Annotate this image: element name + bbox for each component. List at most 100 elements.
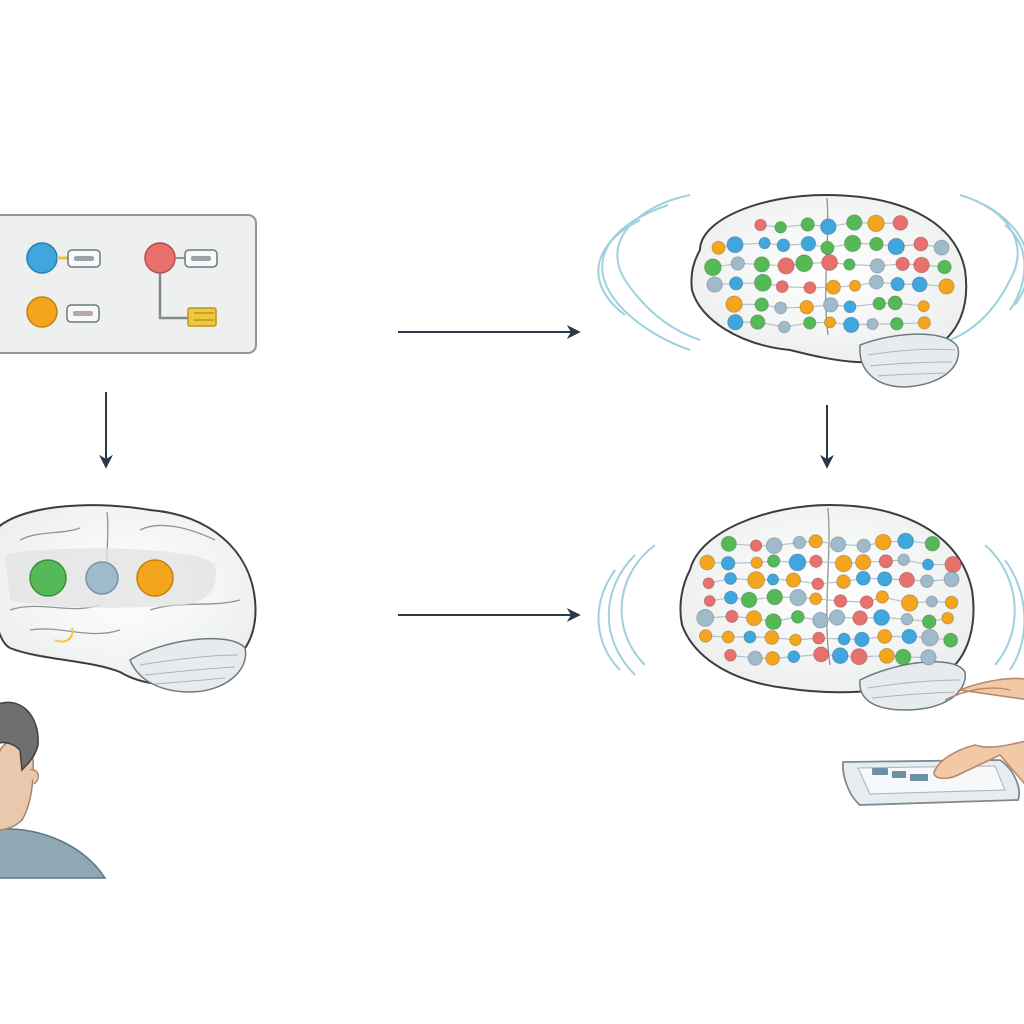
network-node [900,594,919,612]
network-node [895,256,910,272]
network-node [789,588,807,607]
network-node [901,628,918,645]
network-node [875,590,889,604]
network-node [808,534,823,549]
network-node [868,274,884,290]
network-node [740,591,758,609]
network-node [887,295,903,311]
network-node [758,236,771,250]
network-node [920,574,934,588]
network-node [924,535,941,552]
network-node [703,595,716,607]
network-node [696,608,715,627]
switch-icon [66,304,100,323]
network-node [721,630,735,644]
network-node [747,571,766,590]
network-node [699,554,716,571]
network-node [711,240,726,255]
network-node [812,611,829,629]
network-node [943,571,960,588]
hand-with-device-icon [842,677,1024,806]
network-node [725,295,743,313]
network-node [774,221,787,234]
network-node [855,570,871,586]
network-node [937,259,952,275]
network-node [872,296,887,311]
network-node [706,276,723,293]
network-node [778,320,791,334]
network-node [813,646,830,663]
network-node [800,235,817,252]
network-node [941,611,955,625]
network-node [869,258,886,274]
network-node [743,630,757,644]
network-node [913,236,929,252]
network-node [877,629,893,644]
orange-node-icon [136,559,174,597]
network-node [776,238,791,253]
network-node [792,535,807,550]
network-node [943,632,959,648]
network-node [811,577,825,591]
network-node [890,317,904,331]
network-node [944,555,962,574]
network-node [790,610,805,624]
network-node [877,571,893,587]
network-node [894,648,912,666]
network-node [724,648,737,662]
network-node [843,316,860,334]
network-node [800,217,815,232]
signal-waves [597,194,1024,351]
network-brain-top [597,193,1024,388]
network-node [917,300,930,313]
network-node [809,554,823,568]
plug-icon [187,307,217,327]
network-node [856,538,871,553]
network-node [766,588,784,606]
network-node [831,647,849,665]
network-node [925,595,938,608]
network-node [754,218,767,232]
network-node [803,316,817,330]
network-node [887,237,905,256]
network-node [764,630,780,645]
switch-icon [67,249,101,268]
hand [933,677,1024,785]
network-node [720,535,737,552]
network-node [833,594,848,608]
network-node [825,279,842,295]
network-node [820,218,837,235]
network-node [859,595,874,610]
network-node [753,256,770,273]
network-node [921,628,939,647]
network-node [900,612,914,626]
network-node [698,629,713,643]
network-node [897,553,911,567]
network-node [828,609,846,626]
network-node [837,632,851,646]
network-node [765,651,780,666]
network-node [727,314,744,331]
network-node [922,558,934,571]
network-node [921,614,937,630]
network-node [765,613,782,631]
network-node [850,648,868,666]
cerebellum [859,661,966,711]
network-node [720,556,736,571]
network-node [843,300,857,314]
network-node [765,537,783,555]
network-node [823,316,837,329]
network-node [803,281,817,295]
network-node [878,647,895,664]
flow-arrows [99,325,834,622]
network-node [726,236,744,254]
network-node [795,254,814,273]
person-shoulders [0,828,107,879]
network-node [938,278,955,295]
network-node [724,572,737,585]
network-node [830,536,847,553]
network-node [729,276,744,291]
network-node [750,556,764,570]
network-node [799,299,815,315]
